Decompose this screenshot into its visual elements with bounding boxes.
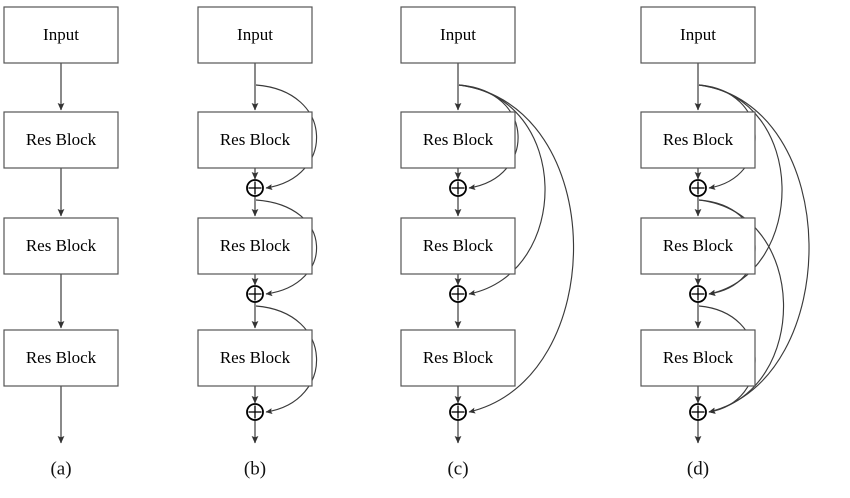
- input-box: [3, 6, 119, 64]
- res-block-label-3: Res Block: [663, 348, 734, 367]
- adder-icon-2: [449, 285, 467, 303]
- res-block-box-2: [400, 217, 516, 275]
- adder-icon-1: [449, 179, 467, 197]
- res-block-box-1: [400, 111, 516, 169]
- res-block-box-2: [197, 217, 313, 275]
- adder-icon-3: [689, 403, 707, 421]
- res-block-label-1: Res Block: [663, 130, 734, 149]
- adder-icon-2: [246, 285, 264, 303]
- res-block-label-2: Res Block: [26, 236, 97, 255]
- adder-icon-3: [449, 403, 467, 421]
- panel-caption-c: (c): [447, 458, 468, 479]
- skip-connection-input-to-adder2: [458, 84, 546, 296]
- res-block-label-1: Res Block: [220, 130, 291, 149]
- panel-caption-b: (b): [244, 458, 266, 479]
- res-block-box-2: [640, 217, 756, 275]
- res-block-label-2: Res Block: [423, 236, 494, 255]
- adder-icon-1: [689, 179, 707, 197]
- res-block-label-1: Res Block: [423, 130, 494, 149]
- input-label: Input: [680, 25, 716, 44]
- res-block-label-1: Res Block: [26, 130, 97, 149]
- input-label: Input: [43, 25, 79, 44]
- res-block-box-3: [3, 329, 119, 387]
- res-block-label-3: Res Block: [423, 348, 494, 367]
- skip-connection-input-to-adder3: [458, 84, 575, 414]
- adder-icon-3: [246, 403, 264, 421]
- res-block-label-3: Res Block: [220, 348, 291, 367]
- res-block-label-3: Res Block: [26, 348, 97, 367]
- skip-connection-adder2-to-adder3: [255, 305, 318, 415]
- res-block-box-2: [3, 217, 119, 275]
- skip-connection-input-to-adder1: [255, 84, 318, 191]
- res-block-label-2: Res Block: [220, 236, 291, 255]
- input-label: Input: [440, 25, 476, 44]
- res-block-box-3: [400, 329, 516, 387]
- input-box: [400, 6, 516, 64]
- input-box: [197, 6, 313, 64]
- adder-icon-1: [246, 179, 264, 197]
- res-block-box-1: [3, 111, 119, 169]
- res-block-box-1: [197, 111, 313, 169]
- skip-connection-input-to-adder3: [698, 84, 810, 414]
- panel-caption-a: (a): [50, 458, 71, 479]
- input-box: [640, 6, 756, 64]
- res-block-box-3: [640, 329, 756, 387]
- skip-connection-adder1-to-adder3: [698, 199, 785, 414]
- panel-caption-d: (d): [687, 458, 709, 479]
- input-label: Input: [237, 25, 273, 44]
- skip-connection-adder1-to-adder2: [255, 199, 318, 297]
- res-block-box-3: [197, 329, 313, 387]
- adder-icon-2: [689, 285, 707, 303]
- res-block-box-1: [640, 111, 756, 169]
- res-block-label-2: Res Block: [663, 236, 734, 255]
